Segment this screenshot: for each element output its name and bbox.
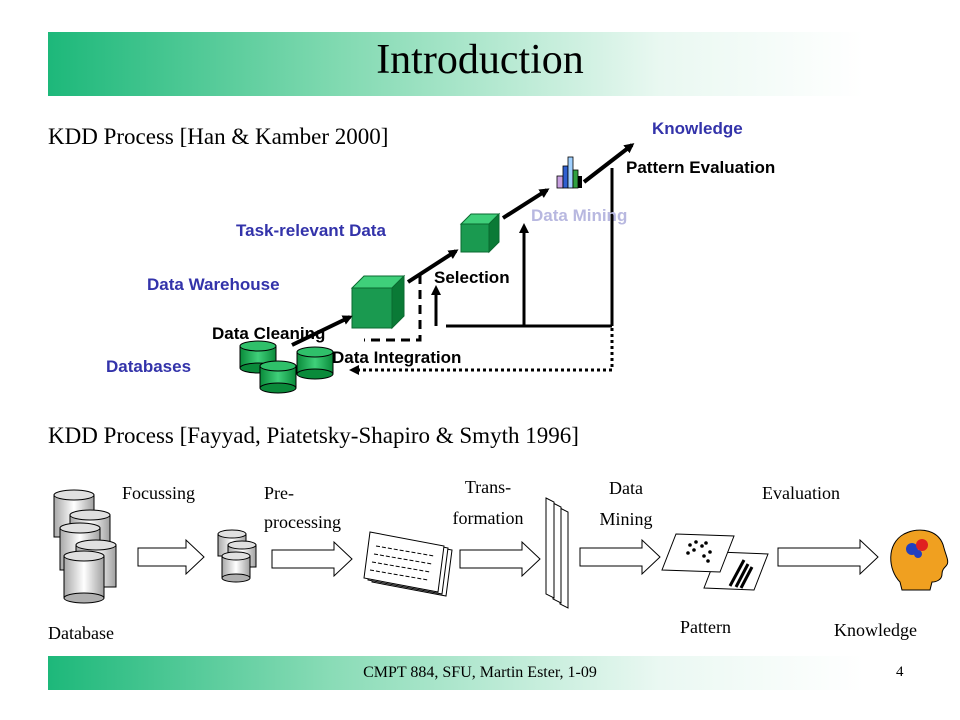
focussed-cylinders (217, 529, 257, 583)
label-transformation-line1: Trans- (465, 477, 511, 497)
transformed-sheets-icon (545, 497, 569, 609)
label-selection: Selection (434, 268, 510, 287)
label-focussing: Focussing (122, 483, 195, 503)
label-database: Database (48, 623, 114, 643)
label-preprocessing-line1: Pre- (264, 483, 294, 503)
label-data-integration: Data Integration (332, 348, 461, 367)
label-data-warehouse: Data Warehouse (147, 275, 280, 294)
label-data-mining-line2: Mining (599, 509, 652, 529)
label-data-mining-line1: Data (609, 478, 643, 498)
pattern-sheets-icon (661, 533, 769, 591)
label-data-mining: Data Mining (531, 206, 627, 225)
task-relevant-cube (459, 212, 501, 254)
label-preprocessing-line2: processing (264, 512, 341, 532)
knowledge-head-icon (890, 529, 949, 591)
footer-text: CMPT 884, SFU, Martin Ester, 1-09 (363, 664, 597, 681)
label-knowledge-fayyad: Knowledge (834, 620, 917, 640)
feedback-solid (431, 168, 614, 328)
page-number: 4 (896, 664, 904, 680)
data-warehouse-cube (350, 274, 406, 330)
label-transformation-line2: formation (453, 508, 524, 528)
block-arrows (137, 538, 879, 578)
fayyad-heading: KDD Process [Fayyad, Piatetsky-Shapiro &… (48, 423, 579, 448)
database-cylinders (53, 489, 117, 604)
footer-bar (48, 656, 864, 690)
label-knowledge: Knowledge (652, 119, 743, 138)
pattern-bars-icon (556, 156, 582, 189)
feedback-dashed (349, 275, 614, 375)
slide-title: Introduction (376, 37, 584, 83)
han-kamber-heading: KDD Process [Han & Kamber 2000] (48, 124, 389, 149)
process-arrows (291, 143, 635, 347)
label-databases: Databases (106, 357, 191, 376)
label-pattern: Pattern (680, 617, 731, 637)
label-evaluation: Evaluation (762, 483, 840, 503)
label-data-cleaning: Data Cleaning (212, 324, 325, 343)
label-pattern-evaluation: Pattern Evaluation (626, 158, 775, 177)
preprocessed-sheets-icon (363, 531, 453, 597)
databases-cylinders (239, 340, 334, 394)
label-task-relevant-data: Task-relevant Data (236, 221, 386, 240)
title-banner (48, 32, 864, 96)
